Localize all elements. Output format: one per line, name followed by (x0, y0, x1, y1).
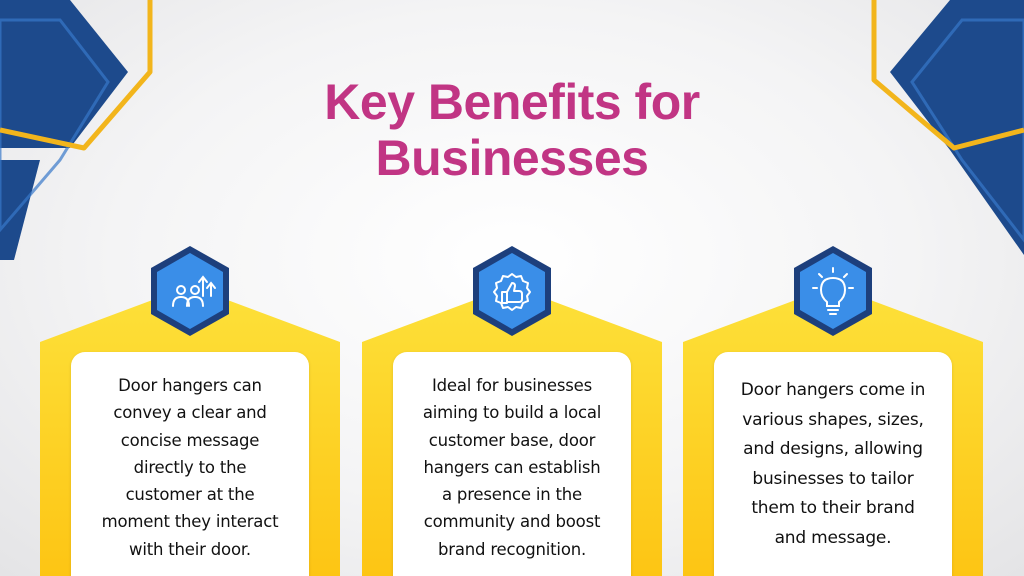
card-text-line: and message. (774, 527, 892, 548)
card-text-line: hangers can establish (423, 457, 601, 477)
card-text-line: customer base, door (428, 430, 596, 450)
corner-decoration-right (871, 0, 1024, 255)
card-text-line: concise message (120, 430, 260, 450)
card-text-line: moment they interact (101, 512, 279, 532)
title-line-2: Businesses (375, 130, 649, 186)
card-text-line: and designs, allowing (743, 439, 923, 459)
card-text-line: with their door. (129, 539, 251, 559)
card-text-line: brand recognition. (437, 539, 587, 559)
card-text-line: various shapes, sizes, (742, 409, 924, 430)
card-text: Door hangers come in various shapes, siz… (723, 376, 943, 553)
card-panel (393, 352, 631, 576)
title-line-1: Key Benefits for (324, 74, 700, 130)
corner-decoration-left (0, 0, 153, 260)
team-growth-icon (151, 246, 229, 336)
card-text-line: customer at the (125, 485, 255, 505)
card-panel (714, 352, 952, 576)
card-text-line: businesses to tailor (752, 468, 914, 489)
card-text: Ideal for businesses aiming to build a l… (402, 372, 622, 563)
card-text-line: them to their brand (751, 498, 915, 518)
card-text-line: aiming to build a local (422, 403, 602, 423)
page-title: Key Benefits for Businesses (0, 74, 1024, 186)
card-text-line: directly to the (133, 457, 247, 477)
benefit-card-1: Door hangers can convey a clear and conc… (40, 246, 340, 576)
lightbulb-icon (794, 246, 872, 336)
card-text-line: Ideal for businesses (431, 376, 593, 395)
card-text-line: convey a clear and (113, 403, 267, 423)
card-text-line: Door hangers come in (740, 380, 926, 400)
benefit-card-2: Ideal for businesses aiming to build a l… (362, 246, 662, 576)
card-text: Door hangers can convey a clear and conc… (80, 372, 300, 563)
card-text-line: Door hangers can (118, 376, 262, 395)
benefit-card-3: Door hangers come in various shapes, siz… (683, 246, 983, 576)
card-panel (71, 352, 309, 576)
card-text-line: community and boost (423, 512, 601, 532)
card-text-line: a presence in the (441, 485, 583, 505)
thumbs-up-badge-icon (473, 246, 551, 336)
